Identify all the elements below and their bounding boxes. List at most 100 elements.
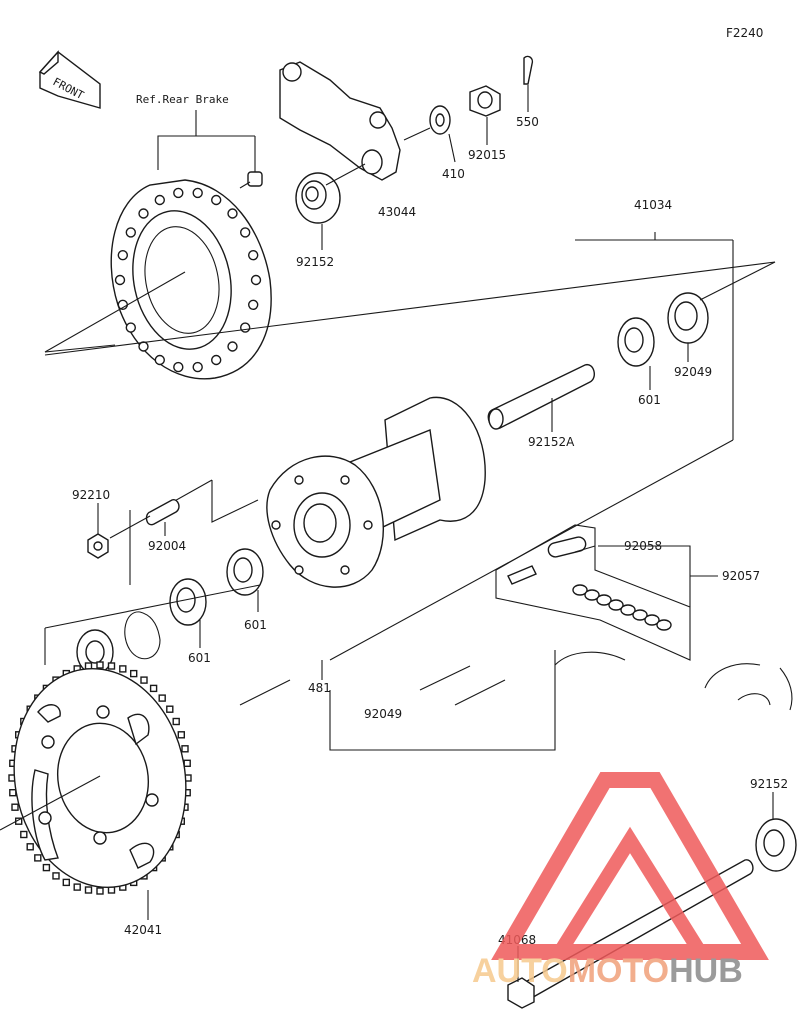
label-92004: 92004 bbox=[148, 539, 186, 553]
label-41034: 41034 bbox=[634, 198, 672, 212]
sprocket-tooth bbox=[183, 759, 191, 767]
bearing-601-left bbox=[169, 578, 207, 626]
chain-link bbox=[656, 619, 672, 631]
sprocket-tooth bbox=[96, 887, 104, 895]
label-601-mid: 601 bbox=[244, 618, 267, 632]
hub-bolt bbox=[363, 520, 373, 530]
label-92152-top: 92152 bbox=[296, 255, 334, 269]
automotohub-watermark: AUTOMOTOHUB bbox=[472, 772, 769, 990]
chain-link bbox=[584, 589, 600, 601]
sprocket-tooth bbox=[9, 789, 17, 797]
disc-bolt bbox=[239, 171, 263, 189]
label-92049-right: 92049 bbox=[674, 365, 712, 379]
sprocket-tooth bbox=[172, 717, 180, 726]
label-92049-bottom: 92049 bbox=[364, 707, 402, 721]
sprocket-tooth bbox=[181, 745, 189, 753]
sprocket-tooth bbox=[119, 665, 127, 673]
disc-hole bbox=[210, 354, 222, 366]
ref-rear-brake-note: Ref.Rear Brake bbox=[136, 93, 229, 106]
label-42041: 42041 bbox=[124, 923, 162, 937]
disc-hole bbox=[138, 208, 149, 219]
cotter-pin-550 bbox=[523, 55, 534, 112]
label-550: 550 bbox=[516, 115, 539, 129]
chain-link bbox=[572, 584, 588, 596]
hub-bolt bbox=[294, 475, 304, 485]
sprocket-tooth bbox=[96, 661, 104, 669]
washer-410 bbox=[429, 105, 451, 135]
disc-hole bbox=[173, 187, 184, 199]
label-92058: 92058 bbox=[624, 539, 662, 553]
sprocket-tooth bbox=[84, 886, 93, 894]
hub-bolt bbox=[294, 565, 304, 575]
label-92015: 92015 bbox=[468, 148, 506, 162]
label-92152-right: 92152 bbox=[750, 777, 788, 791]
disc-hole bbox=[154, 194, 166, 206]
wheel-hub bbox=[266, 396, 486, 588]
collar-92152-top bbox=[295, 172, 341, 224]
sprocket-tooth bbox=[52, 872, 60, 880]
disc-hole bbox=[250, 274, 262, 286]
disc-hole bbox=[192, 187, 203, 199]
sprocket-tooth bbox=[62, 878, 70, 887]
watermark-brand: AUTOMOTOHUB bbox=[472, 952, 743, 990]
triangle-logo-icon bbox=[491, 772, 769, 960]
sprocket-tooth bbox=[11, 803, 19, 811]
disc-hole bbox=[247, 299, 259, 310]
label-410: 410 bbox=[442, 167, 465, 181]
hub-bolt bbox=[340, 565, 350, 575]
nut-92015 bbox=[469, 85, 501, 117]
label-92210: 92210 bbox=[72, 488, 110, 502]
disc-hole bbox=[210, 194, 222, 206]
oil-seal-left bbox=[76, 629, 114, 675]
disc-hole bbox=[247, 249, 259, 261]
disc-hole bbox=[125, 227, 137, 238]
label-92057: 92057 bbox=[722, 569, 760, 583]
disc-hole bbox=[114, 274, 126, 286]
hub-bolt bbox=[271, 520, 281, 530]
sprocket-tooth bbox=[42, 863, 51, 872]
disc-hole bbox=[173, 361, 184, 373]
nut-92210 bbox=[87, 533, 109, 559]
bearing-601-mid bbox=[226, 548, 264, 596]
disc-hole bbox=[239, 322, 251, 333]
hub-bolt bbox=[340, 475, 350, 485]
sprocket-tooth bbox=[26, 843, 34, 851]
brake-disc bbox=[110, 179, 272, 380]
disc-hole bbox=[227, 208, 238, 219]
circlip bbox=[124, 611, 161, 660]
disc-hole bbox=[125, 322, 137, 333]
sprocket-tooth bbox=[34, 854, 42, 862]
sprocket-tooth bbox=[20, 830, 28, 839]
disc-hole bbox=[227, 341, 238, 352]
sprocket-tooth bbox=[149, 684, 158, 693]
label-481: 481 bbox=[308, 681, 331, 695]
bearing-601-right bbox=[617, 317, 655, 367]
diagram-code: F2240 bbox=[726, 26, 763, 40]
rear-sprocket bbox=[8, 661, 192, 895]
disc-hole bbox=[117, 249, 129, 261]
label-601-left: 601 bbox=[188, 651, 211, 665]
sprocket-tooth bbox=[158, 694, 166, 702]
sprocket-tooth bbox=[166, 705, 174, 713]
chain-link bbox=[596, 594, 612, 606]
collar-92152-right bbox=[755, 818, 797, 872]
sprocket-tooth bbox=[129, 669, 138, 678]
sprocket-tooth bbox=[73, 883, 81, 891]
chain-link bbox=[644, 614, 660, 626]
disc-hole bbox=[192, 361, 203, 373]
sprocket-tooth bbox=[107, 662, 116, 670]
chain-link bbox=[620, 604, 636, 616]
sprocket-tooth bbox=[140, 676, 148, 684]
caliper-bracket bbox=[279, 61, 401, 181]
label-43044: 43044 bbox=[378, 205, 416, 219]
chain-link bbox=[608, 599, 624, 611]
stud-92004 bbox=[145, 499, 180, 526]
label-92152A: 92152A bbox=[528, 435, 575, 449]
disc-hole bbox=[239, 227, 251, 238]
spacer-92152A bbox=[487, 364, 596, 430]
axle-41068 bbox=[507, 859, 754, 1009]
disc-hole bbox=[154, 354, 166, 366]
sprocket-tooth bbox=[177, 731, 186, 739]
